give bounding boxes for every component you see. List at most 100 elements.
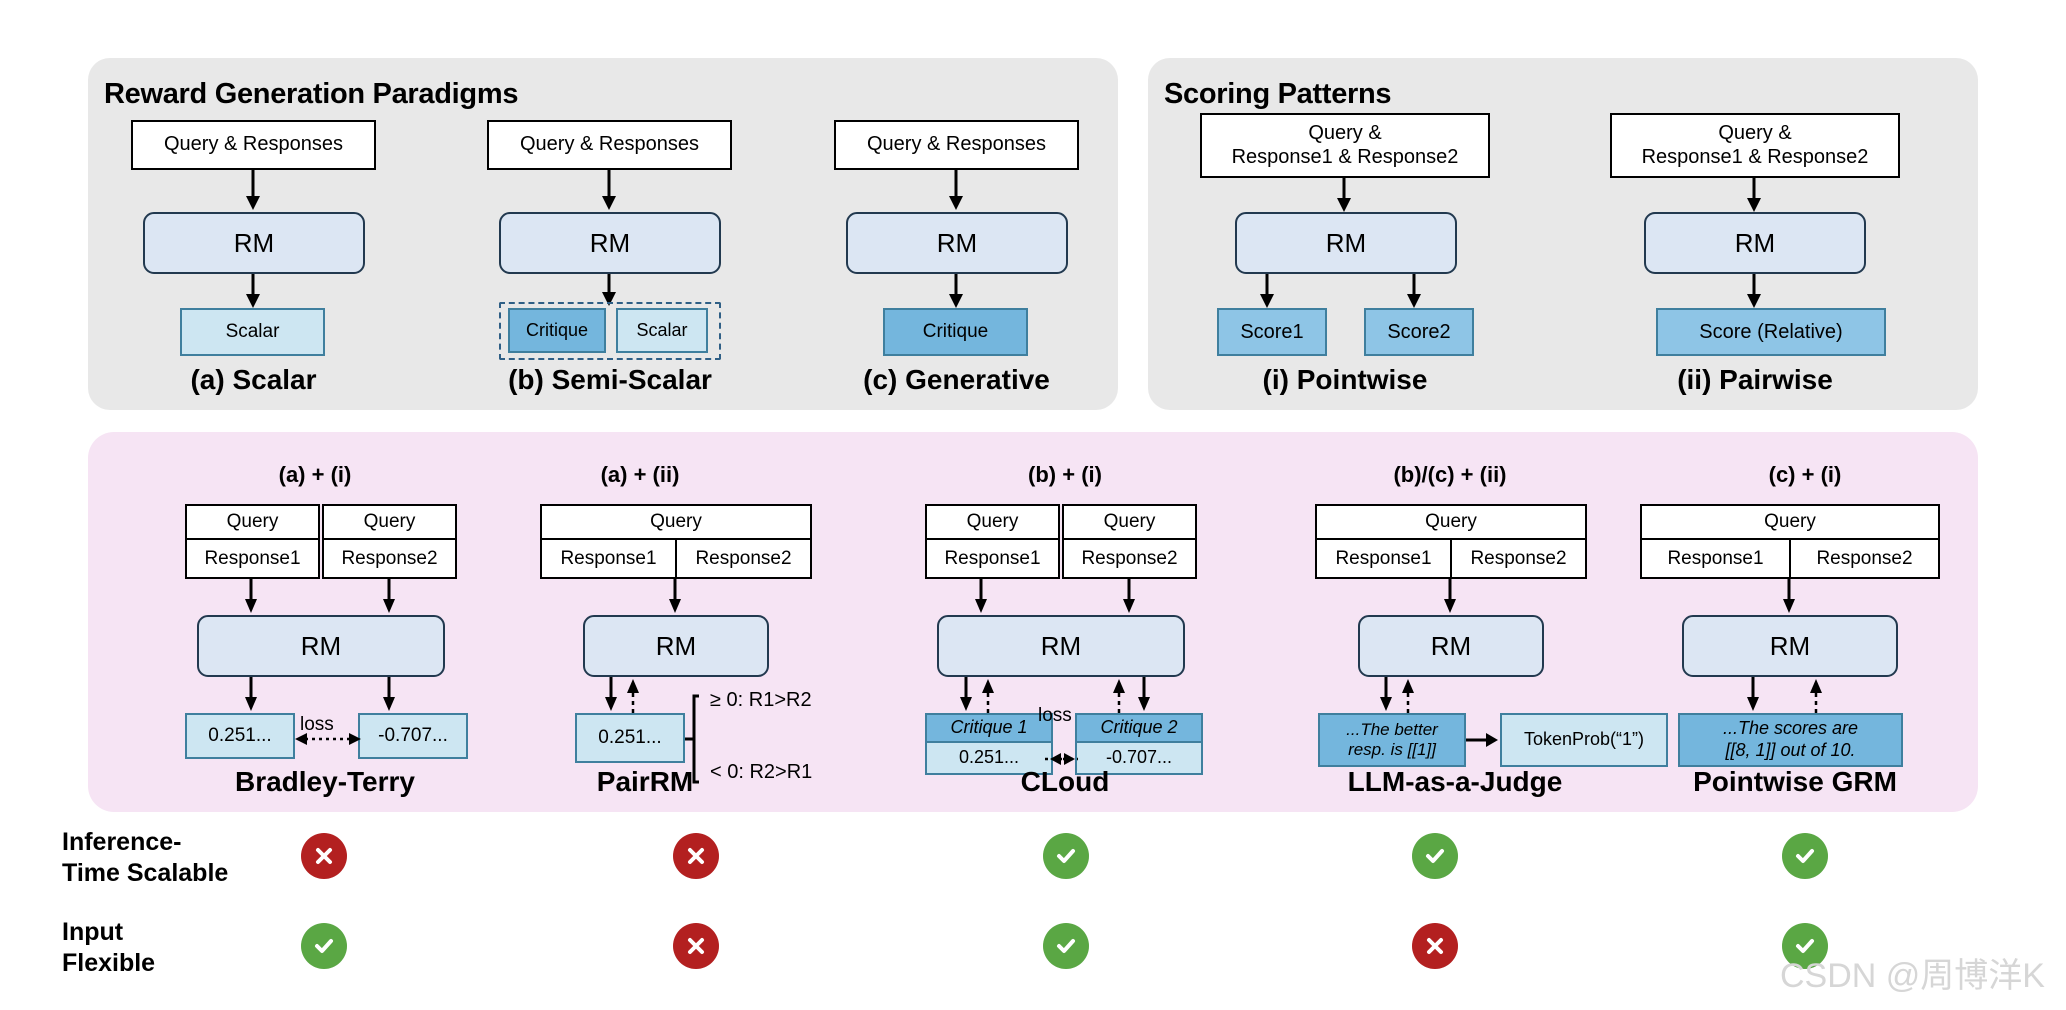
cloud-arrow-in-right: [1123, 579, 1135, 613]
pairwise-arrow-input: [1747, 178, 1761, 212]
bt-rm-box: RM: [197, 615, 445, 677]
judge-rm-box: RM: [1358, 615, 1544, 677]
bt-loss-connector: [295, 733, 361, 745]
combo-bradley-terry: (a) + (i): [278, 462, 352, 487]
grm-input-query: Query: [1642, 506, 1938, 540]
combo-pointwise-grm: (c) + (i): [1768, 462, 1842, 487]
semiscalar-query-responses-box: Query & Responses: [487, 120, 732, 170]
cloud-loss-connector: [1050, 753, 1078, 765]
method-name-pointwise-grm: Pointwise GRM: [1693, 766, 1897, 797]
combo-pairrm: (a) + (ii): [600, 462, 680, 487]
check-icon: [1057, 849, 1075, 863]
grm-rm-box: RM: [1682, 615, 1898, 677]
scalar-rm-box: RM: [143, 212, 365, 274]
generative-rm-box: RM: [846, 212, 1068, 274]
matrix-row-label-line1: Input: [62, 918, 124, 946]
pairrm-cond-bottom: < 0: R2>R1: [710, 761, 813, 783]
check-icon: [315, 939, 333, 953]
judge-critique-line2: resp. is [[1]]: [1348, 740, 1436, 759]
bt-input-right-query: Query: [324, 506, 455, 540]
pairrm-arrow-in: [669, 579, 681, 613]
judge-input-response1: Response1: [1335, 547, 1432, 569]
check-icon: [1796, 849, 1814, 863]
pairrm-cond-top: ≥ 0: R1>R2: [710, 689, 812, 711]
check-icon: [1426, 849, 1444, 863]
grm-input: Query Response1 Response2: [1640, 504, 1940, 579]
pairrm-arrow-feedback: [627, 679, 639, 713]
matrix-cell-flexible-pairrm: [673, 923, 719, 969]
cloud-loss-label: loss: [1038, 705, 1072, 726]
pairwise-query-responses-box: Query & Response1 & Response2: [1610, 113, 1900, 178]
cloud-loss-connector-right: [1045, 753, 1075, 765]
matrix-row-label-line2: Time Scalable: [62, 859, 229, 888]
cloud-arrow-in-left: [975, 579, 987, 613]
cloud-input-left-query: Query: [927, 506, 1058, 540]
judge-arrow-in: [1444, 579, 1456, 613]
bt-input-left-response: Response1: [204, 547, 301, 569]
bt-output-left: 0.251...: [185, 713, 295, 759]
caption-pointwise: (i) Pointwise: [1262, 364, 1428, 395]
cloud-output-right: -0.707...: [1075, 743, 1203, 775]
cross-icon: [688, 848, 704, 864]
grm-input-response1: Response1: [1667, 547, 1764, 569]
matrix-cell-scalable-llm-as-a-judge: [1412, 833, 1458, 879]
pairrm-brace: [685, 694, 699, 784]
generative-output-box: Critique: [883, 308, 1028, 356]
pointwise-input-line2: Response1 & Response2: [1231, 145, 1459, 168]
pointwise-score1-box: Score1: [1217, 308, 1327, 356]
pairwise-input-line2: Response1 & Response2: [1641, 145, 1869, 168]
grm-input-response2: Response2: [1789, 540, 1938, 577]
cloud-arrow-out-right: [1138, 677, 1150, 711]
matrix-cell-flexible-llm-as-a-judge: [1412, 923, 1458, 969]
caption-semi-scalar: (b) Semi-Scalar: [508, 364, 712, 395]
pairrm-input-query: Query: [542, 506, 810, 540]
scalar-query-responses-box: Query & Responses: [131, 120, 376, 170]
pairwise-input-line1: Query &: [1718, 121, 1792, 144]
pointwise-rm-box: RM: [1235, 212, 1457, 274]
scalar-arrow-output: [246, 274, 260, 308]
panel-title-reward-generation-paradigms: Reward Generation Paradigms: [104, 78, 519, 110]
cloud-critique-right: Critique 2: [1075, 713, 1203, 743]
watermark: CSDN @周博洋K: [1780, 957, 2045, 995]
cross-icon: [688, 938, 704, 954]
check-icon: [1796, 939, 1814, 953]
generative-query-responses-box: Query & Responses: [834, 120, 1079, 170]
pairrm-arrow-out: [605, 677, 617, 711]
grm-output-line2: [[8, 1]] out of 10.: [1725, 740, 1856, 760]
grm-arrow-in: [1783, 579, 1795, 613]
grm-arrow-feedback: [1810, 679, 1822, 713]
grm-arrow-out: [1747, 677, 1759, 711]
cloud-input-right: Query Response2: [1062, 504, 1197, 579]
matrix-cell-scalable-pairrm: [673, 833, 719, 879]
cloud-arrow-out-left: [960, 677, 972, 711]
pointwise-arrow-input: [1337, 178, 1351, 212]
pointwise-query-responses-box: Query & Response1 & Response2: [1200, 113, 1490, 178]
pointwise-input-line1: Query &: [1308, 121, 1382, 144]
judge-arrow-feedback: [1402, 679, 1414, 713]
cloud-input-right-query: Query: [1064, 506, 1195, 540]
bt-arrow-out-left: [245, 677, 257, 711]
combo-cloud: (b) + (i): [1028, 462, 1102, 487]
bt-output-right: -0.707...: [358, 713, 468, 759]
pairrm-input-response1: Response1: [560, 547, 657, 569]
matrix-cell-scalable-pointwise-grm: [1782, 833, 1828, 879]
semiscalar-arrow-input: [602, 170, 616, 210]
matrix-row-label-line1: Inference-: [62, 828, 182, 856]
semiscalar-rm-box: RM: [499, 212, 721, 274]
caption-generative: (c) Generative: [863, 364, 1050, 395]
cloud-input-left-response: Response1: [944, 547, 1041, 569]
cross-icon: [1427, 938, 1443, 954]
generative-arrow-output: [949, 274, 963, 308]
bt-loss-label: loss: [300, 714, 334, 735]
grm-output-box: ...The scores are [[8, 1]] out of 10.: [1678, 713, 1903, 767]
cross-icon: [316, 848, 332, 864]
bt-input-left: Query Response1: [185, 504, 320, 579]
judge-input-query: Query: [1317, 506, 1585, 540]
bt-input-right-response: Response2: [341, 547, 438, 569]
cloud-rm-box: RM: [937, 615, 1185, 677]
check-icon: [1057, 939, 1075, 953]
judge-arrow-to-tokenprob: [1466, 733, 1498, 747]
matrix-row-label-input-flexible: Input Flexible: [62, 917, 155, 980]
bt-input-right: Query Response2: [322, 504, 457, 579]
